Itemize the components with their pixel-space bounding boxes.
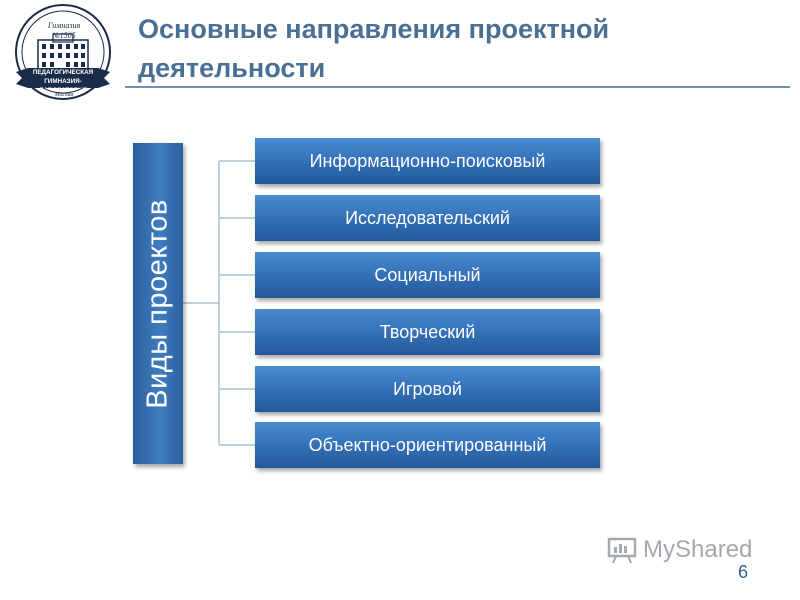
myshared-watermark: MyShared [607,535,752,565]
school-logo: Гимназия №1505 ПЕДАГОГИЧЕСКАЯ ГИМНАЗИЯ-Л… [8,2,118,108]
project-type-node: Исследовательский [255,195,600,241]
project-type-node: Информационно-поисковый [255,138,600,184]
logo-number-text: №1505 [51,31,76,40]
slide-title: Основные направления проектной деятельно… [138,14,610,83]
project-type-node: Творческий [255,309,600,355]
root-node-label: Виды проектов [141,198,174,409]
logo-top-text: Гимназия [47,21,81,30]
logo-bottom-text: Москва [54,92,74,98]
project-type-label: Социальный [374,264,481,285]
title-divider [125,86,790,88]
page-number: 6 [738,562,749,582]
school-seal-icon: Гимназия №1505 ПЕДАГОГИЧЕСКАЯ ГИМНАЗИЯ-Л… [15,4,111,100]
project-type-node: Социальный [255,252,600,298]
project-type-node: Объектно-ориентированный [255,422,600,468]
presentation-board-icon [607,537,637,564]
project-types-root-node: Виды проектов [133,143,183,464]
project-type-label: Игровой [393,378,462,399]
project-type-label: Творческий [379,321,476,342]
project-type-label: Объектно-ориентированный [308,434,547,455]
logo-ribbon-text: ПЕДАГОГИЧЕСКАЯ ГИМНАЗИЯ-ЛАБОРАТОРИЯ [32,69,94,88]
project-type-label: Информационно-поисковый [309,150,546,171]
watermark-text: MyShared [643,536,753,563]
project-type-label: Исследовательский [345,207,510,228]
project-type-node: Игровой [255,366,600,412]
